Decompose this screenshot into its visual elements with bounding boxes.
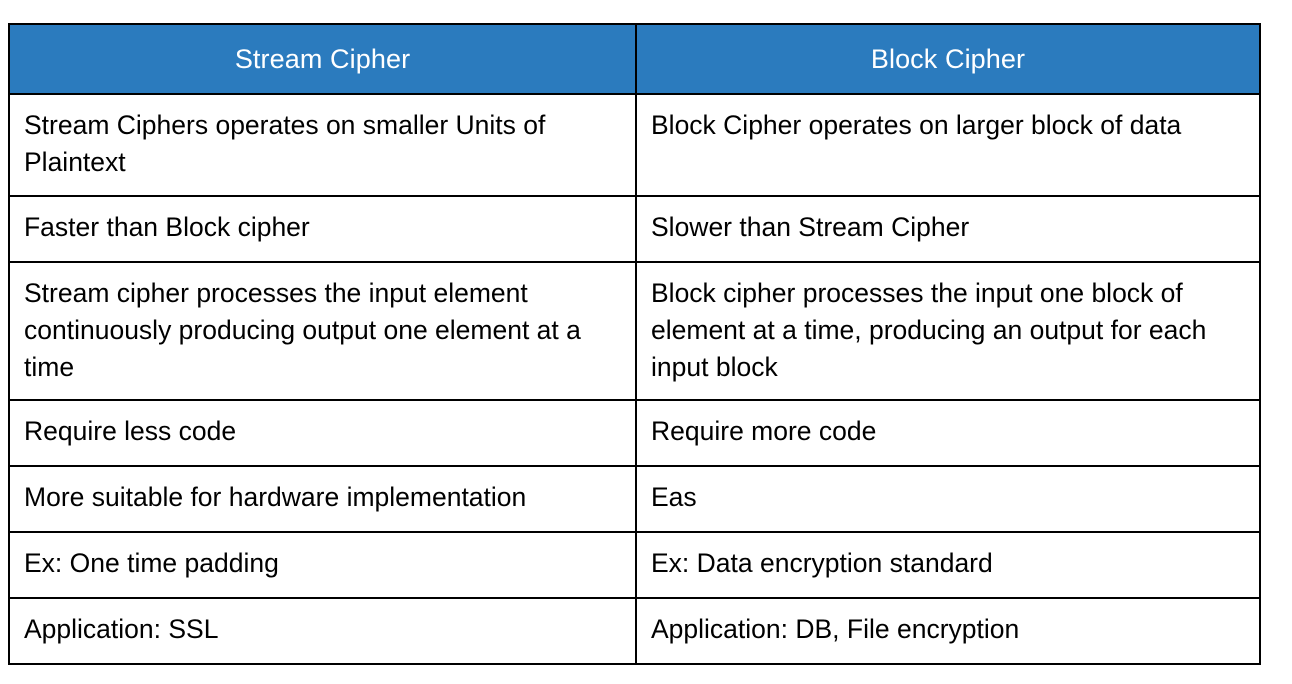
cell-block-3: Require more code — [635, 399, 1261, 467]
table-row: Stream cipher processes the input elemen… — [8, 261, 1261, 401]
column-header-block-cipher: Block Cipher — [635, 23, 1261, 95]
cell-stream-1: Faster than Block cipher — [8, 195, 637, 263]
table-row: Ex: One time padding Ex: Data encryption… — [8, 531, 1261, 599]
cell-stream-2: Stream cipher processes the input elemen… — [8, 261, 637, 401]
cell-block-0: Block Cipher operates on larger block of… — [635, 93, 1261, 197]
table-body: Stream Ciphers operates on smaller Units… — [8, 93, 1261, 665]
cell-stream-5: Ex: One time padding — [8, 531, 637, 599]
cell-block-2: Block cipher processes the input one blo… — [635, 261, 1261, 401]
table-row: Require less code Require more code — [8, 399, 1261, 467]
cell-block-6: Application: DB, File encryption — [635, 597, 1261, 665]
cell-block-5: Ex: Data encryption standard — [635, 531, 1261, 599]
table-row: Application: SSL Application: DB, File e… — [8, 597, 1261, 665]
table-header-row: Stream Cipher Block Cipher — [8, 23, 1261, 95]
column-header-stream-cipher: Stream Cipher — [8, 23, 637, 95]
cell-stream-4: More suitable for hardware implementatio… — [8, 465, 637, 533]
table-row: More suitable for hardware implementatio… — [8, 465, 1261, 533]
cipher-comparison-table: Stream Cipher Block Cipher Stream Cipher… — [8, 23, 1261, 665]
table-header: Stream Cipher Block Cipher — [8, 23, 1261, 95]
table-row: Faster than Block cipher Slower than Str… — [8, 195, 1261, 263]
cell-stream-6: Application: SSL — [8, 597, 637, 665]
table-row: Stream Ciphers operates on smaller Units… — [8, 93, 1261, 197]
cell-stream-3: Require less code — [8, 399, 637, 467]
cell-block-1: Slower than Stream Cipher — [635, 195, 1261, 263]
cell-block-4: Eas — [635, 465, 1261, 533]
cell-stream-0: Stream Ciphers operates on smaller Units… — [8, 93, 637, 197]
